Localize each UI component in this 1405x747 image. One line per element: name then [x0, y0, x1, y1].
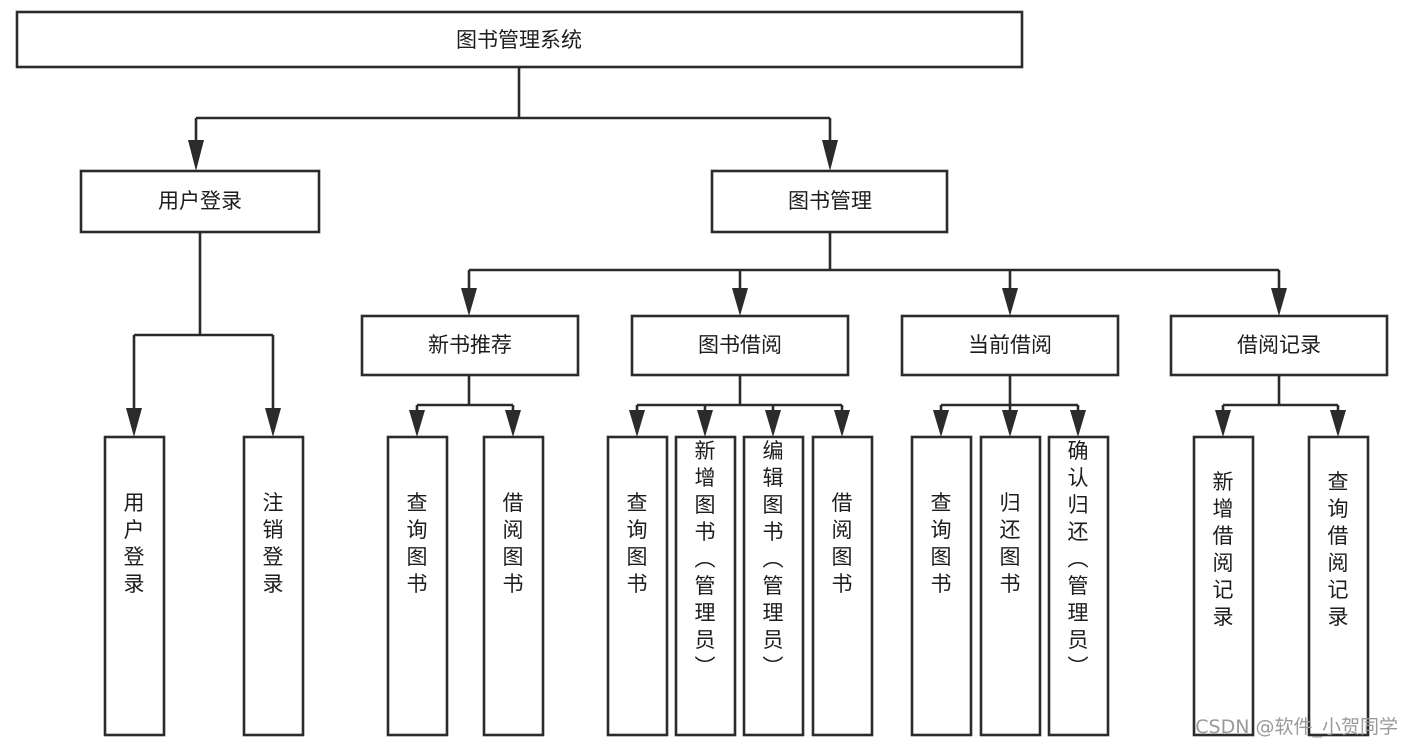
node-user-login[interactable]: 用户登录 [79, 169, 321, 234]
node-root[interactable]: 图书管理系统 [15, 10, 1024, 69]
arrow-head-new-book-rec [461, 288, 477, 316]
node-leaf-query-record[interactable]: 查询借阅记录 [1307, 435, 1370, 737]
arrow-head-leaf-query-book-3 [933, 410, 949, 437]
arrow-head-leaf-query-book-2 [629, 410, 645, 437]
node-leaf-user-logout-box[interactable] [242, 435, 305, 737]
node-book-borrow-label: 图书借阅 [698, 333, 782, 357]
node-leaf-user-login[interactable]: 用户登录 [103, 435, 166, 737]
node-leaf-return-book[interactable]: 归还图书 [979, 435, 1042, 737]
node-current-borrow[interactable]: 当前借阅 [900, 314, 1120, 377]
node-leaf-borrow-book-2-box[interactable] [811, 435, 874, 737]
arrow-head-leaf-add-record [1215, 410, 1231, 437]
node-leaf-query-book-3-box[interactable] [910, 435, 973, 737]
node-new-book-rec[interactable]: 新书推荐 [360, 314, 580, 377]
node-borrow-record-box[interactable] [1169, 314, 1389, 377]
node-current-borrow-box[interactable] [900, 314, 1120, 377]
node-book-borrow[interactable]: 图书借阅 [630, 314, 850, 377]
node-root-box[interactable] [15, 10, 1024, 69]
arrow-head-leaf-borrow-book-2 [834, 410, 850, 437]
arrow-head-leaf-add-book [697, 410, 713, 437]
node-leaf-user-login-label: 用户登录 [124, 491, 145, 596]
node-leaf-add-record-box[interactable] [1192, 435, 1255, 737]
node-book-borrow-box[interactable] [630, 314, 850, 377]
node-leaf-add-book-box[interactable] [674, 435, 737, 737]
node-leaf-borrow-book-2[interactable]: 借阅图书 [811, 435, 874, 737]
node-leaf-edit-book-label: 编辑图书︵管理员︶ [763, 439, 784, 679]
node-leaf-borrow-book-1-label: 借阅图书 [503, 491, 524, 596]
node-leaf-borrow-book-1[interactable]: 借阅图书 [482, 435, 545, 737]
node-leaf-query-book-2[interactable]: 查询图书 [606, 435, 669, 737]
arrow-head-current-borrow [1002, 288, 1018, 316]
node-leaf-query-record-label: 查询借阅记录 [1328, 470, 1349, 629]
node-leaf-return-book-box[interactable] [979, 435, 1042, 737]
node-leaf-borrow-book-2-label: 借阅图书 [832, 491, 853, 596]
node-leaf-add-book[interactable]: 新增图书︵管理员︶ [674, 435, 737, 737]
node-leaf-borrow-book-1-box[interactable] [482, 435, 545, 737]
node-book-manage[interactable]: 图书管理 [710, 169, 949, 234]
node-book-manage-label: 图书管理 [788, 189, 872, 213]
arrow-head-leaf-confirm-return [1070, 410, 1086, 437]
node-leaf-query-book-2-box[interactable] [606, 435, 669, 737]
node-leaf-add-book-label: 新增图书︵管理员︶ [695, 439, 716, 679]
node-new-book-rec-label: 新书推荐 [428, 333, 512, 357]
arrow-head-user-login [188, 140, 204, 171]
watermark-text: CSDN @软件_小贺同学 [1195, 716, 1398, 738]
edge-layer [126, 67, 1346, 437]
node-leaf-query-book-3-label: 查询图书 [931, 491, 952, 596]
node-book-manage-box[interactable] [710, 169, 949, 234]
node-leaf-user-login-box[interactable] [103, 435, 166, 737]
arrow-head-leaf-user-logout [265, 408, 281, 437]
arrow-head-leaf-borrow-book-1 [505, 410, 521, 437]
node-leaf-edit-book-box[interactable] [742, 435, 805, 737]
arrow-head-book-manage [822, 140, 838, 171]
arrow-head-book-borrow [732, 288, 748, 316]
node-leaf-edit-book[interactable]: 编辑图书︵管理员︶ [742, 435, 805, 737]
node-current-borrow-label: 当前借阅 [968, 333, 1052, 357]
node-root-label: 图书管理系统 [456, 28, 582, 52]
node-leaf-confirm-return-box[interactable] [1047, 435, 1110, 737]
arrow-head-leaf-query-book-1 [409, 410, 425, 437]
node-leaf-user-logout-label: 注销登录 [263, 491, 284, 596]
node-user-login-label: 用户登录 [158, 189, 242, 213]
node-leaf-query-book-1[interactable]: 查询图书 [386, 435, 449, 737]
node-leaf-confirm-return[interactable]: 确认归还︵管理员︶ [1047, 435, 1110, 737]
arrow-head-leaf-user-login [126, 408, 142, 437]
node-leaf-add-record[interactable]: 新增借阅记录 [1192, 435, 1255, 737]
node-leaf-user-logout[interactable]: 注销登录 [242, 435, 305, 737]
node-new-book-rec-box[interactable] [360, 314, 580, 377]
arrow-head-leaf-edit-book [765, 410, 781, 437]
node-leaf-query-book-3[interactable]: 查询图书 [910, 435, 973, 737]
node-leaf-query-book-2-label: 查询图书 [627, 491, 648, 596]
arrow-head-borrow-record [1271, 288, 1287, 316]
node-leaf-query-book-1-box[interactable] [386, 435, 449, 737]
node-leaf-return-book-label: 归还图书 [1000, 491, 1021, 596]
arrow-head-leaf-return-book [1002, 410, 1018, 437]
node-leaf-confirm-return-label: 确认归还︵管理员︶ [1068, 439, 1089, 679]
arrow-head-leaf-query-record [1330, 410, 1346, 437]
node-borrow-record-label: 借阅记录 [1237, 333, 1321, 357]
node-leaf-query-book-1-label: 查询图书 [407, 491, 428, 596]
node-user-login-box[interactable] [79, 169, 321, 234]
node-leaf-query-record-box[interactable] [1307, 435, 1370, 737]
node-borrow-record[interactable]: 借阅记录 [1169, 314, 1389, 377]
node-leaf-add-record-label: 新增借阅记录 [1213, 470, 1234, 629]
